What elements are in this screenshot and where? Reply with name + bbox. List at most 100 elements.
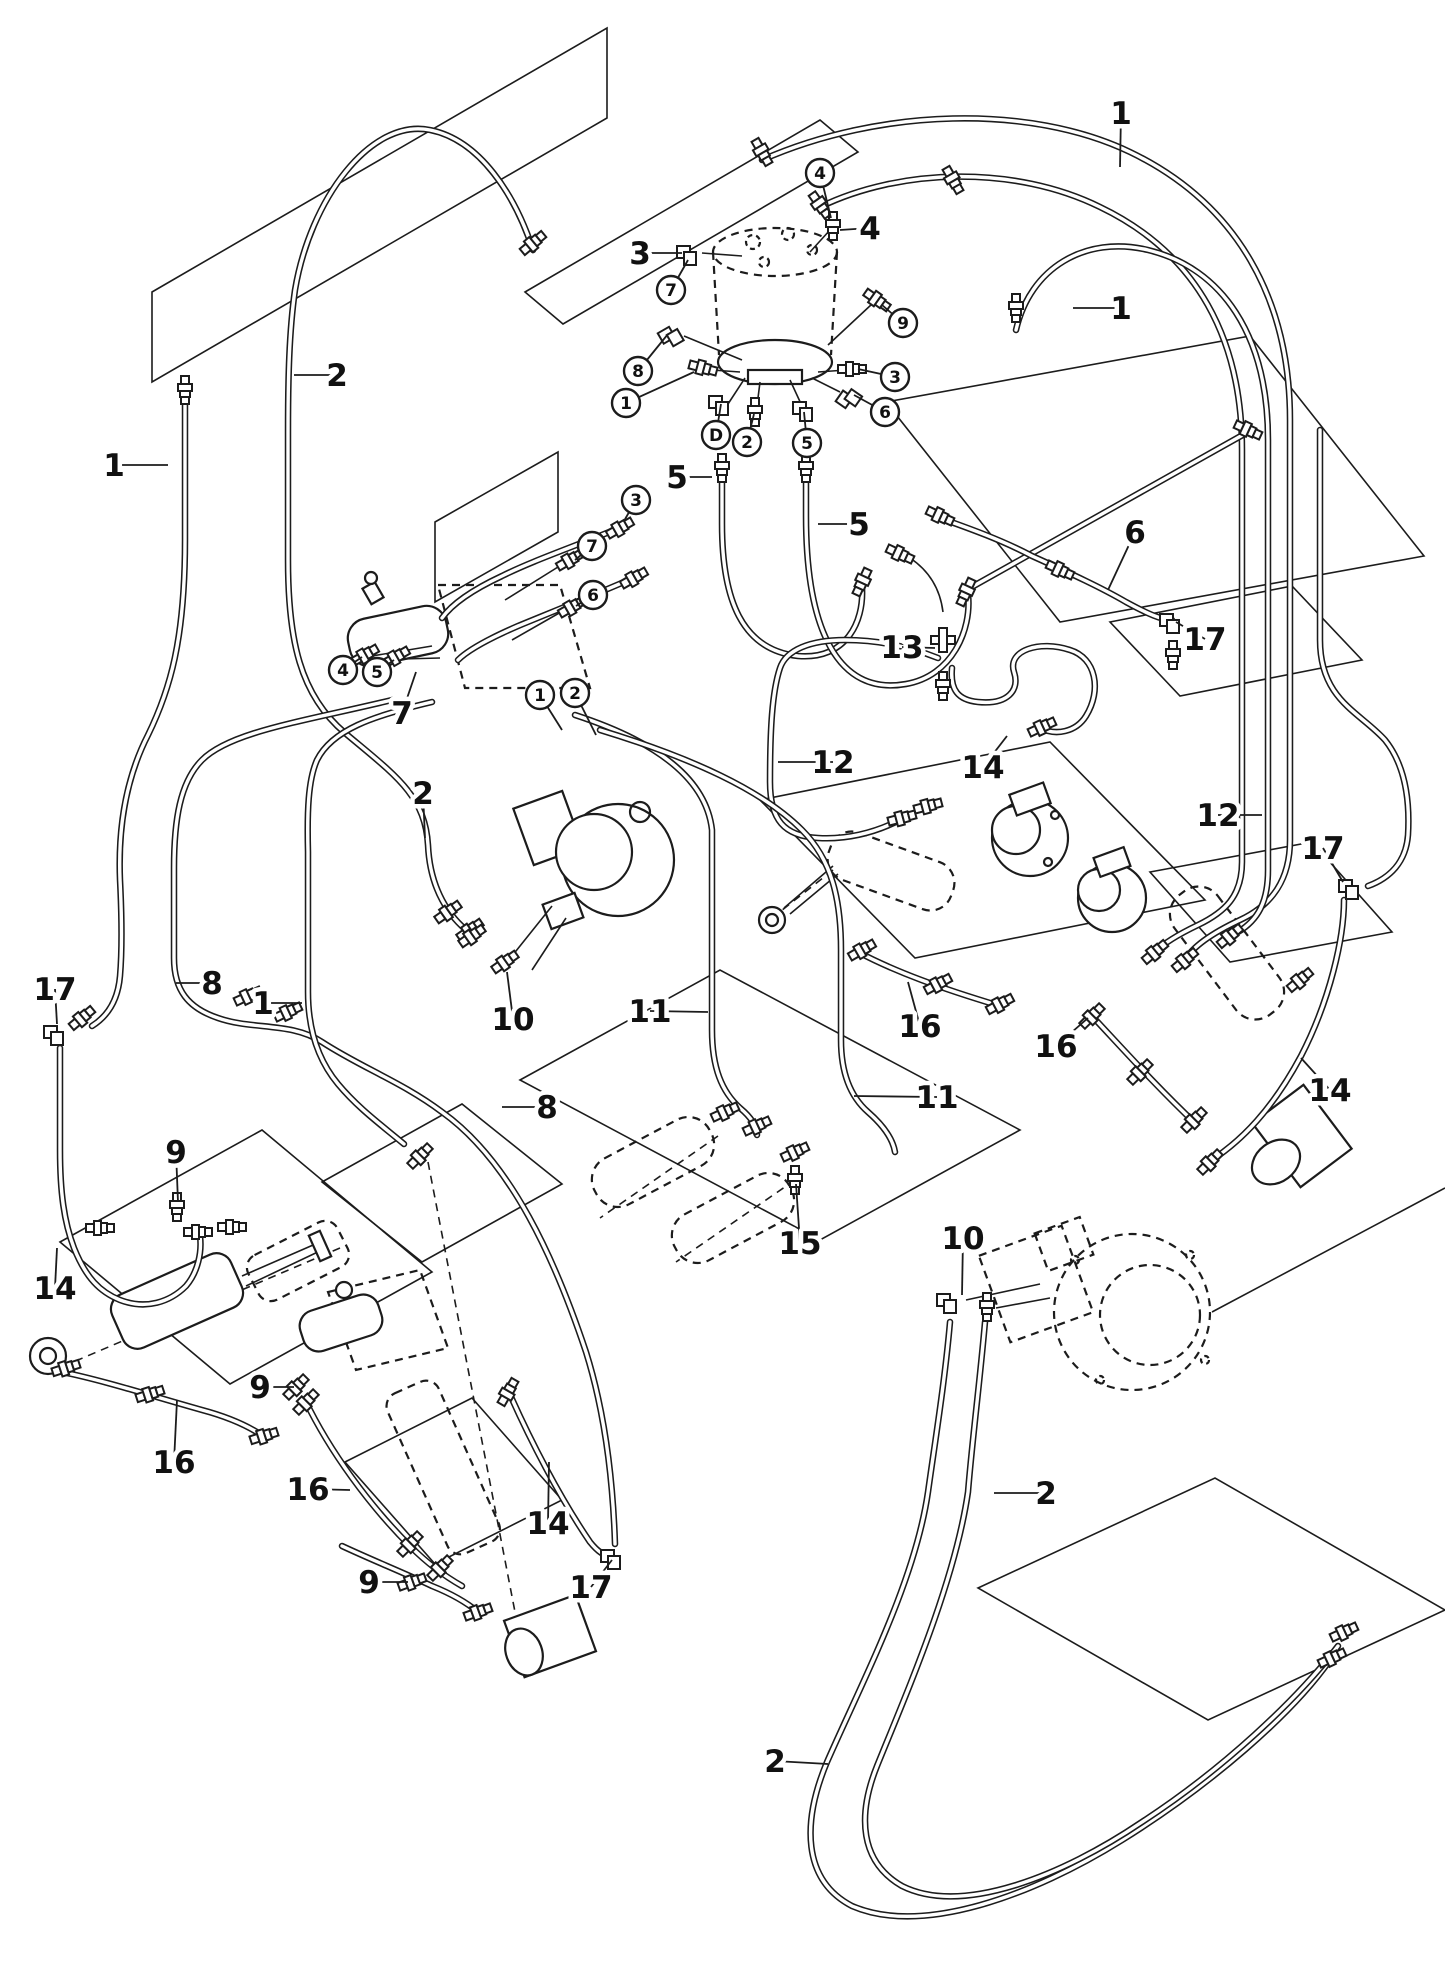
- part-label-16: 16: [898, 1009, 941, 1045]
- part-label-15: 15: [778, 1226, 821, 1262]
- part-label-16: 16: [152, 1445, 195, 1481]
- part-label-10: 10: [491, 1002, 534, 1038]
- part-label-17: 17: [1183, 622, 1226, 658]
- callout-circle-7: [576, 530, 608, 562]
- callout-label-5: 5: [801, 434, 813, 454]
- leader-line: [54, 1247, 58, 1289]
- part-label-4: 4: [859, 211, 881, 247]
- part-label-9: 9: [249, 1370, 271, 1406]
- callout-circle-1: [610, 387, 642, 419]
- leader-line: [774, 1760, 829, 1765]
- part-label-11: 11: [915, 1080, 958, 1116]
- callout-label-1: 1: [534, 686, 546, 706]
- steering-units-right: [990, 781, 1148, 934]
- leader-line: [907, 981, 921, 1027]
- part-label-12: 12: [1196, 798, 1239, 834]
- callout-circle-6: [869, 396, 901, 428]
- part-label-17: 17: [569, 1570, 612, 1606]
- callout-label-4: 4: [814, 164, 826, 184]
- leader-line: [175, 1151, 179, 1203]
- leader-line: [173, 1399, 178, 1463]
- callout-circle-1: [524, 679, 556, 711]
- part-label-9: 9: [358, 1565, 380, 1601]
- callout-label-7: 7: [586, 537, 598, 557]
- part-label-14: 14: [526, 1506, 569, 1542]
- part-label-9: 9: [165, 1135, 187, 1171]
- callout-label-2: 2: [569, 684, 581, 704]
- leader-line: [54, 988, 58, 1025]
- pump-assembly: [711, 226, 839, 386]
- part-label-14: 14: [33, 1271, 76, 1307]
- part-label-14: 14: [961, 750, 1004, 786]
- part-label-11: 11: [628, 994, 671, 1030]
- steering-cylinder-right: [757, 830, 956, 935]
- leader-line: [649, 1010, 709, 1013]
- leader-line: [901, 646, 936, 649]
- drive-motor-left: [511, 789, 676, 931]
- part-label-14: 14: [1308, 1073, 1351, 1109]
- drive-motor-right: [977, 1215, 1212, 1392]
- callout-circle-6: [577, 579, 609, 611]
- callout-circle-3: [620, 484, 652, 516]
- callout-label-3: 3: [630, 491, 642, 511]
- callout-label-7: 7: [665, 281, 677, 301]
- part-label-1: 1: [103, 448, 125, 484]
- part-label-5: 5: [666, 460, 688, 496]
- callout-label-1: 1: [620, 394, 632, 414]
- callout-label-5: 5: [371, 663, 383, 683]
- callout-circle-5: [791, 427, 823, 459]
- callout-circle-4: [804, 157, 836, 189]
- part-label-2: 2: [326, 358, 348, 394]
- leader-line: [547, 1461, 550, 1524]
- leader-line: [401, 671, 417, 714]
- callout-label-8: 8: [632, 362, 644, 382]
- callout-circle-3: [879, 361, 911, 393]
- part-label-17: 17: [33, 972, 76, 1008]
- callout-circle-2: [731, 426, 763, 458]
- fittings-layer: [43, 135, 1361, 1672]
- callout-label-6: 6: [879, 403, 891, 423]
- leader-line: [982, 735, 1008, 768]
- part-label-1: 1: [252, 986, 274, 1022]
- leader-line: [422, 792, 426, 839]
- leader-line: [1300, 1057, 1331, 1091]
- part-label-2: 2: [412, 776, 434, 812]
- part-label-16: 16: [286, 1472, 329, 1508]
- reference-panels: [58, 26, 1445, 1721]
- callout-circle-D: [700, 419, 732, 451]
- valve-bottom-middle: [298, 1161, 598, 1679]
- part-label-1: 1: [1110, 96, 1132, 132]
- part-label-8: 8: [201, 966, 223, 1002]
- callout-label-9: 9: [897, 314, 909, 334]
- callout-circle-4: [327, 654, 359, 686]
- part-label-6: 6: [1124, 515, 1146, 551]
- callout-label-6: 6: [587, 586, 599, 606]
- leader-line: [839, 227, 871, 231]
- callout-circle-9: [887, 307, 919, 339]
- leader-line: [853, 1095, 938, 1098]
- part-label-10: 10: [941, 1221, 984, 1257]
- callout-circle-2: [559, 677, 591, 709]
- leader-line: [961, 1237, 964, 1296]
- leader-line: [1175, 621, 1206, 640]
- part-label-13: 13: [880, 630, 923, 666]
- cylinders-middle-dashed: [590, 1115, 796, 1265]
- leader-line: [1322, 847, 1344, 883]
- part-label-3: 3: [629, 236, 651, 272]
- leader-line: [1107, 531, 1136, 591]
- part-label-16: 16: [1034, 1029, 1077, 1065]
- part-label-8: 8: [536, 1090, 558, 1126]
- part-label-5: 5: [848, 507, 870, 543]
- callout-circle-5: [361, 656, 393, 688]
- part-label-12: 12: [811, 745, 854, 781]
- cylinder-right-lower: [1168, 885, 1354, 1189]
- callout-label-4: 4: [337, 661, 349, 681]
- callout-label-2: 2: [741, 433, 753, 453]
- callout-circle-8: [622, 355, 654, 387]
- leader-line: [1119, 112, 1122, 168]
- part-label-2: 2: [1035, 1476, 1057, 1512]
